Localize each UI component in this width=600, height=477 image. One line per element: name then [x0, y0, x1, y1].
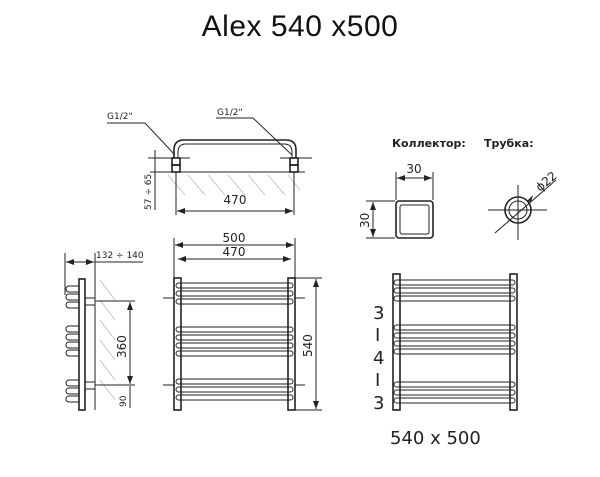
left-collector	[173, 277, 182, 411]
wall-hatch-top	[160, 171, 305, 196]
size-label: 540 x 500	[390, 428, 481, 449]
tube-profile: ϕ22	[488, 169, 560, 240]
overall-width-label: 500	[223, 231, 246, 245]
wall-distance-label: 57 ÷ 65	[144, 174, 154, 210]
side-collector	[78, 278, 86, 411]
tube-label: Трубка:	[484, 137, 534, 150]
group-middle-count: 4	[373, 348, 384, 369]
group-separator-1: I	[375, 325, 380, 346]
top-tube	[173, 139, 297, 158]
front-view: 500 470 540	[163, 231, 322, 411]
config-left-collector	[392, 273, 401, 411]
group-separator-2: I	[375, 370, 380, 391]
depth-label: 132 ÷ 140	[96, 251, 144, 261]
height-label: 540	[301, 334, 315, 357]
collector-label: Коллектор:	[392, 137, 466, 150]
config-right-collector	[509, 273, 518, 411]
bottom-offset-label: 90	[119, 395, 129, 407]
inlet-right	[289, 157, 299, 166]
width-470-label: 470	[224, 193, 247, 207]
mount-spacing-label: 360	[115, 335, 129, 358]
side-view: 132 ÷ 140	[64, 251, 144, 411]
collector-profile: 30 30	[358, 162, 434, 239]
inlet-right-label: G1/2"	[217, 108, 243, 118]
front-tubes	[175, 282, 294, 401]
group-top-count: 3	[373, 303, 384, 324]
side-tubes	[65, 285, 79, 403]
inlet-left	[171, 157, 181, 166]
axis-width-label: 470	[223, 245, 246, 259]
right-collector	[287, 277, 296, 411]
tube-diameter-label: ϕ22	[533, 169, 560, 195]
inlet-left-label: G1/2"	[107, 112, 133, 122]
page-title: Alex 540 x500	[201, 10, 399, 43]
top-view: G1/2" G1/2" 57 ÷ 65 470	[107, 108, 312, 215]
profiles: Коллектор: Трубка: 30 30 ϕ22	[358, 137, 560, 240]
collector-width-label: 30	[406, 162, 421, 176]
config-view: 3 I 4 I 3 540 x 500	[373, 273, 518, 449]
collector-height-label: 30	[358, 213, 372, 228]
config-tubes	[393, 279, 516, 404]
group-bottom-count: 3	[373, 393, 384, 414]
